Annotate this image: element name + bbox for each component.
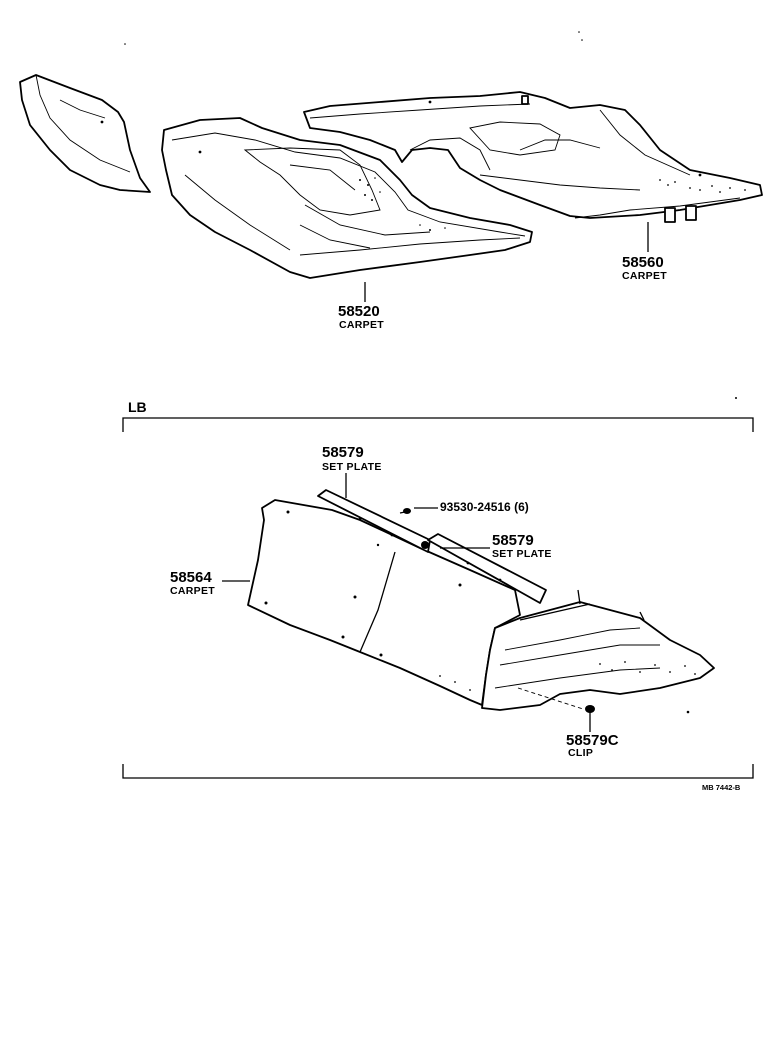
- part-number-58560: 58560: [622, 254, 664, 271]
- part-number-58579-top: 58579: [322, 444, 364, 461]
- part-name-58520: CARPET: [339, 319, 384, 331]
- part-number-58564: 58564: [170, 569, 212, 586]
- part-name-58564: CARPET: [170, 585, 215, 597]
- bolt-icon: [399, 508, 411, 514]
- bolt-part-number: 93530-24516 (6): [440, 500, 529, 514]
- part-name-58579C: CLIP: [568, 747, 593, 759]
- clip-icon: [585, 705, 595, 718]
- part-name-58560: CARPET: [622, 270, 667, 282]
- part-name-58579-mid: SET PLATE: [492, 548, 552, 560]
- drawing-code: MB 7442-B: [702, 783, 741, 792]
- rear-carpet-drawing: [303, 91, 763, 223]
- part-number-58579C: 58579C: [566, 732, 619, 749]
- part-number-58520: 58520: [338, 303, 380, 320]
- part-name-58579-top: SET PLATE: [322, 461, 382, 473]
- lb-bracket-bottom: [122, 764, 754, 779]
- part-number-58579-mid: 58579: [492, 532, 534, 549]
- variant-label: LB: [128, 399, 147, 415]
- front-carpet-drawing: [19, 74, 533, 279]
- lb-carpet-drawing: [247, 489, 715, 718]
- lb-bracket-top: [122, 417, 754, 432]
